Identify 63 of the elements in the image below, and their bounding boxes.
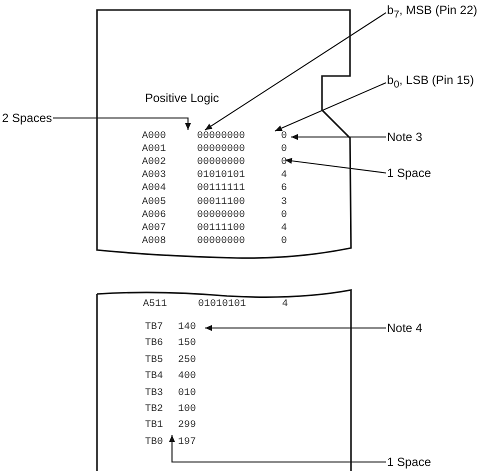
- callout-text: b$_{0}$, LSB (Pin 15): [387, 73, 474, 92]
- timing-value-text: 250: [178, 354, 196, 367]
- checksum-text: 0: [281, 157, 288, 170]
- checksum-text: 4: [281, 222, 288, 235]
- data-byte-text: 00000000: [197, 144, 246, 156]
- callout-text: Note 4: [387, 321, 422, 335]
- checksum-text: 4: [282, 299, 288, 311]
- address-text: A004: [142, 183, 166, 196]
- address-text: TB5: [145, 354, 164, 367]
- callout-text: 1 Space: [387, 166, 432, 180]
- tape-subtitle: Positive Logic: [145, 91, 220, 105]
- timing-value-text: 299: [178, 420, 196, 432]
- timing-value-text: 140: [178, 322, 196, 334]
- paper-tape-sheet: [97, 289, 353, 471]
- timing-value-text: 400: [178, 371, 196, 384]
- data-byte-text: 00111111: [197, 183, 246, 196]
- checksum-text: 0: [281, 210, 288, 222]
- data-byte-text: 00000000: [197, 236, 246, 248]
- checksum-text: 6: [281, 183, 288, 196]
- data-byte-text: 00000000: [197, 210, 246, 222]
- leader-line: [205, 325, 386, 331]
- address-text: A511: [143, 299, 168, 311]
- address-text: A002: [142, 157, 166, 170]
- address-text: A001: [142, 144, 166, 156]
- callout-text: Note 3: [387, 130, 422, 144]
- data-byte-text: 01010101: [198, 299, 246, 311]
- address-text: A008: [142, 236, 166, 248]
- callout-text: 2 Spaces: [2, 111, 52, 125]
- checksum-text: 0: [281, 144, 288, 156]
- data-byte-text: 00000000: [197, 157, 246, 170]
- timing-value-text: 197: [178, 436, 196, 449]
- address-text: TB6: [145, 338, 164, 350]
- checksum-text: 0: [281, 236, 288, 248]
- address-text: A007: [142, 222, 166, 235]
- address-text: TB3: [145, 388, 164, 400]
- checksum-text: 0: [281, 131, 288, 143]
- address-text: TB0: [145, 436, 164, 449]
- address-text: TB7: [145, 322, 164, 334]
- leader-line: [169, 435, 386, 463]
- timing-value-text: 150: [178, 338, 196, 350]
- data-byte-text: 00011100: [197, 196, 246, 208]
- timing-value-text: 100: [178, 404, 196, 416]
- leader-line: [284, 158, 386, 174]
- leader-line: [53, 117, 191, 130]
- checksum-text: 3: [281, 196, 288, 208]
- leader-line: [204, 12, 386, 130]
- leader-line: [274, 82, 386, 132]
- timing-value-text: 010: [178, 388, 196, 400]
- address-text: TB4: [145, 371, 164, 384]
- callout-text: b$_{7}$, MSB (Pin 22): [387, 3, 478, 22]
- data-byte-text: 01010101: [197, 170, 246, 182]
- address-text: TB1: [145, 420, 164, 432]
- paper-tape-sheet: [97, 10, 353, 262]
- address-text: A005: [142, 196, 166, 208]
- callout-text: 1 Space: [387, 455, 432, 469]
- address-text: TB2: [145, 404, 164, 416]
- data-byte-text: 00000000: [197, 131, 246, 143]
- address-text: A006: [142, 210, 166, 222]
- leader-line: [291, 134, 386, 140]
- address-text: A003: [142, 170, 166, 182]
- checksum-text: 4: [281, 170, 288, 182]
- data-byte-text: 00111100: [197, 222, 246, 235]
- address-text: A000: [142, 131, 166, 143]
